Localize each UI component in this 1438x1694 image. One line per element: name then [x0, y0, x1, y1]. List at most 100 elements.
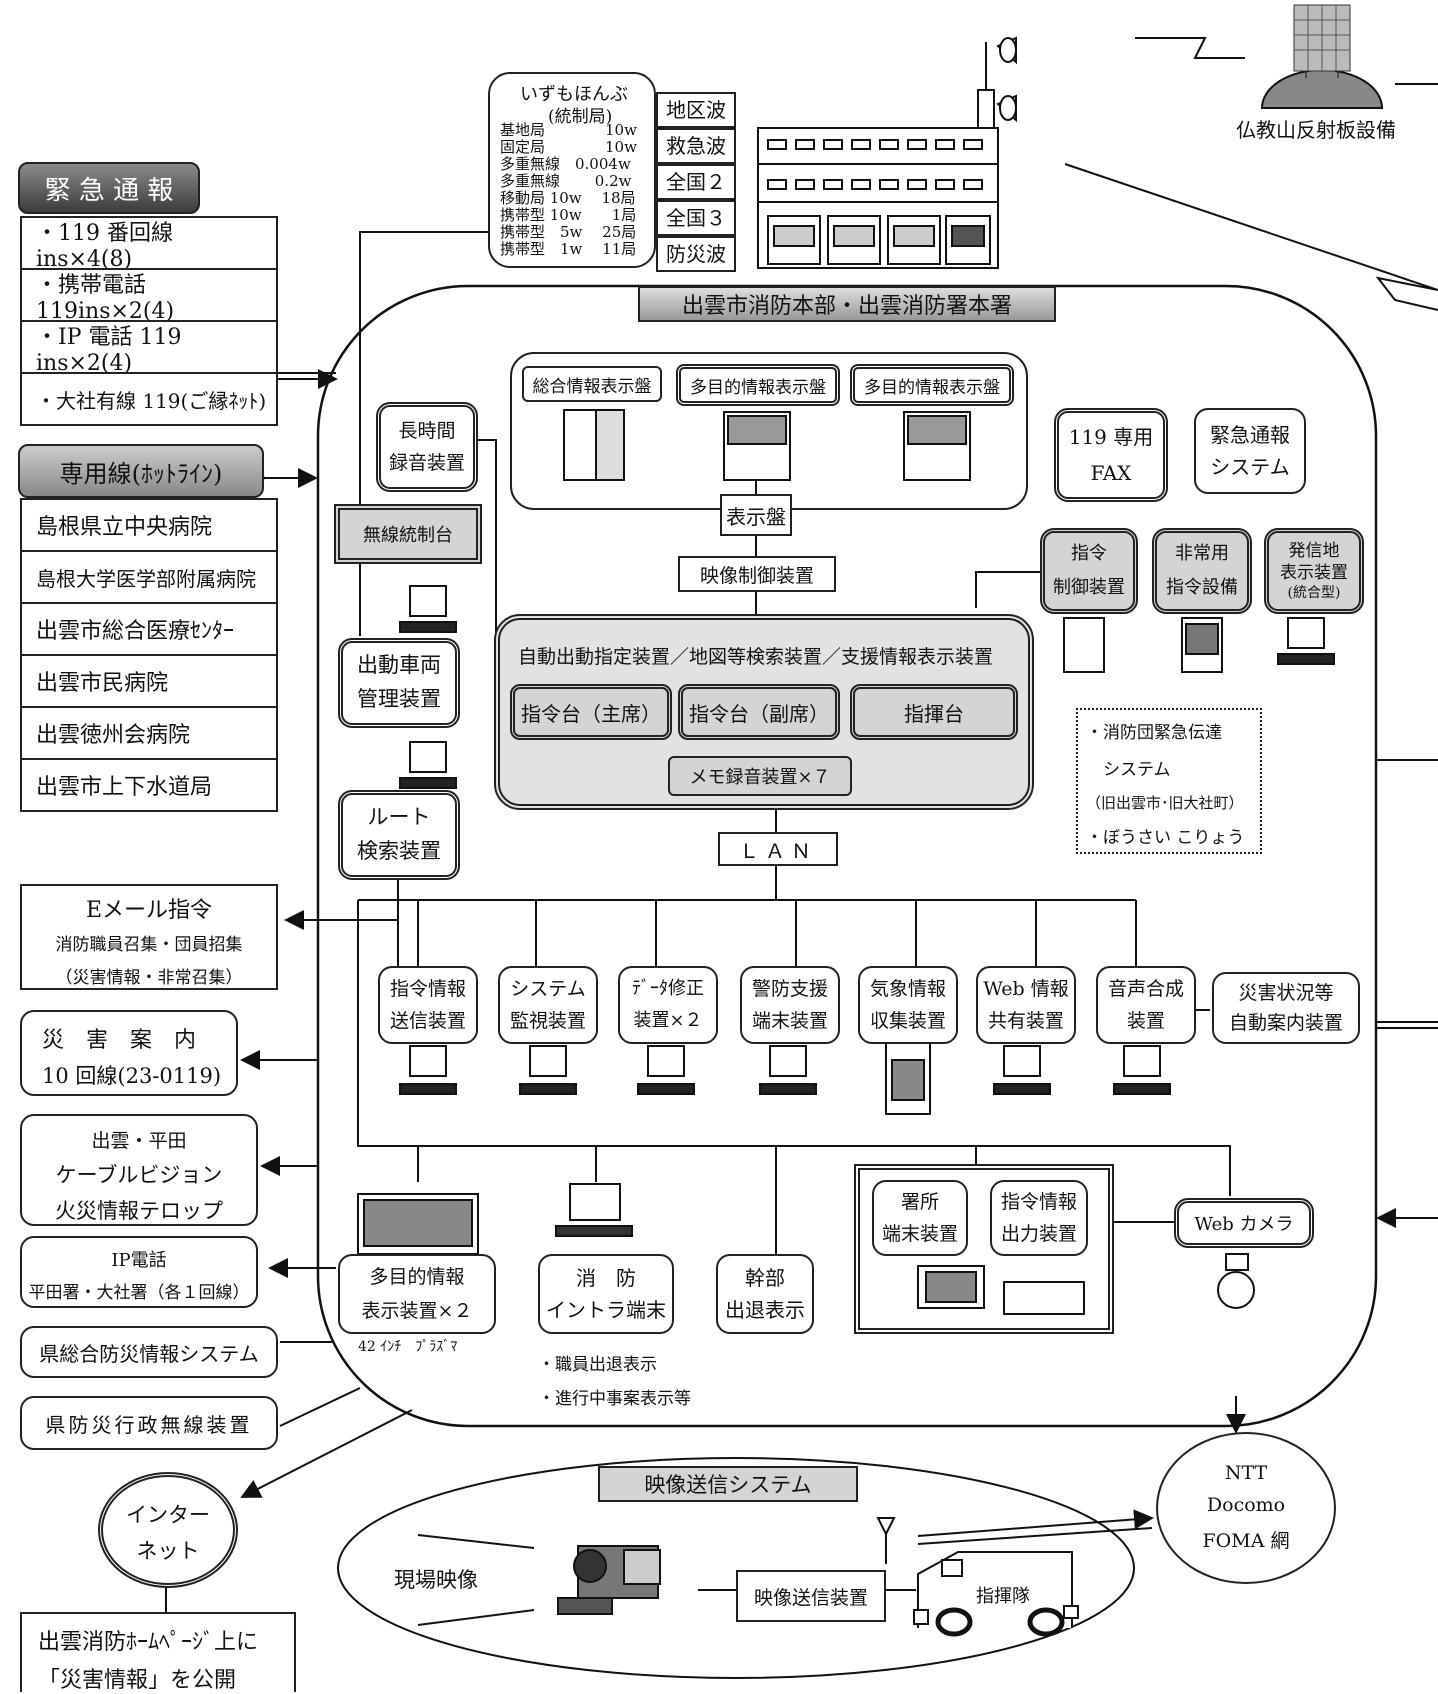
alarm-line: システム	[1210, 455, 1290, 479]
multi-display-2: 多目的情報表示盤	[850, 364, 1014, 406]
camcorder-icon	[557, 1545, 661, 1615]
station-line: 署所	[900, 1190, 939, 1213]
izumo-row: 携帯型 10w 1局	[500, 206, 637, 224]
internet-circle: インター ネット	[98, 1472, 238, 1588]
fax-line: FAX	[1090, 461, 1132, 485]
output-line: 出力装置	[1000, 1223, 1077, 1245]
command-desk-main: 指令台（主席）	[510, 684, 672, 740]
homepage-box: 出雲消防ﾎｰﾑﾍﾟｰｼﾞ上に 「災害情報」を公開	[20, 1612, 296, 1693]
emergency-item: ・119 番回線 ins×4(8)	[20, 216, 278, 272]
device-line: ﾃﾞｰﾀ修正	[632, 977, 704, 999]
izumo-row: 固定局 10w	[500, 138, 637, 156]
channel-item: 地区波	[656, 92, 736, 128]
izumo-title: いずもほんぶ	[520, 84, 628, 105]
device-line: 気象情報	[869, 977, 946, 1000]
email-line: （災害情報・非常召集）	[55, 968, 243, 988]
fire-station-building-icon	[757, 36, 1017, 269]
internet-line: ネット	[136, 1539, 200, 1563]
izumo-row: 携帯型 1w 11局	[500, 240, 637, 258]
disaster-guide-box: 災 害 案 内 10 回線(23-0119)	[20, 1010, 238, 1096]
ntt-line: NTT	[1224, 1462, 1268, 1484]
emergency-header: 緊 急 通 報	[18, 162, 200, 214]
memo-recorder: メモ録音装置×７	[668, 756, 852, 796]
dotted-line: ・ぼうさい こりょう	[1086, 828, 1245, 848]
vehicle-management: 出動車両 管理装置	[338, 638, 460, 728]
fire-corps-alert-box: ・消防団緊急伝達 システム （旧出雲市･旧大社町） ・ぼうさい こりょう	[1076, 708, 1262, 854]
lan-box: ＬＡＮ	[718, 832, 838, 866]
ntt-line: Docomo	[1206, 1494, 1286, 1516]
station-group	[854, 1164, 1114, 1334]
plasma-note: 42 ｲﾝﾁ ﾌﾟﾗｽﾞﾏ	[358, 1339, 458, 1355]
exec-line: 幹部	[745, 1266, 785, 1290]
command-control-device: 指令 制御装置	[1040, 528, 1138, 614]
display-panel-icons	[563, 409, 971, 481]
intra-bullet: ・職員出退表示	[538, 1355, 657, 1375]
dotted-line: （旧出雲市･旧大社町）	[1086, 794, 1244, 812]
multi-display-device: 多目的情報 表示装置×２	[338, 1254, 496, 1334]
multidisp-line: 多目的情報	[369, 1265, 465, 1288]
hotline-item: 出雲徳州会病院	[20, 706, 278, 760]
dotted-line: ・消防団緊急伝達	[1086, 723, 1222, 743]
output-line: 指令情報	[1000, 1190, 1077, 1213]
multidisp-line: 表示装置×２	[361, 1300, 473, 1322]
email-line: 消防職員召集・団員招集	[55, 935, 243, 955]
alarm-line: 緊急通報	[1210, 423, 1290, 447]
device-line: 送信装置	[389, 1010, 466, 1032]
command-desk-sub: 指令台（副席）	[678, 684, 840, 740]
general-display: 総合情報表示盤	[522, 366, 662, 402]
video-controller: 映像制御装置	[678, 556, 836, 592]
control-line: 指令	[1071, 542, 1107, 564]
izumo-row: 多重無線 0.2w	[500, 172, 632, 190]
hotline-item: 島根県立中央病院	[20, 498, 278, 552]
recorder-line: 録音装置	[388, 452, 465, 474]
disaster-line: 災 害 案 内	[42, 1028, 197, 1053]
radio-control-desk: 無線統制台	[334, 504, 482, 564]
long-recorder: 長時間 録音装置	[376, 402, 478, 492]
pref-radio-device: 県防災行政無線装置	[20, 1396, 278, 1450]
channel-item: 全国３	[656, 200, 736, 236]
multi-display-1: 多目的情報表示盤	[676, 364, 840, 406]
satellite-label: 仏教山反射板設備	[1236, 118, 1396, 142]
intra-bullet: ・進行中事案表示等	[538, 1389, 691, 1409]
antenna-icon	[876, 1517, 896, 1537]
fax-line: 119 専用	[1068, 425, 1154, 449]
emergencycmd-line: 指令設備	[1166, 577, 1238, 598]
origin-line: 発信地	[1288, 540, 1340, 561]
device-line: 音声合成	[1107, 977, 1184, 1000]
channel-item: 全国２	[656, 164, 736, 200]
device-line: 監視装置	[509, 1010, 586, 1032]
central-title: 自動出動指定装置／地図等検索装置／支援情報表示装置	[518, 646, 994, 668]
caller-location-display: 発信地 表示装置 (統合型)	[1264, 528, 1364, 614]
homepage-line: 「災害情報」を公開	[38, 1668, 237, 1693]
executive-attendance: 幹部 出退表示	[716, 1254, 814, 1334]
device-line: 装置	[1126, 1010, 1165, 1032]
hotline-item: 出雲市民病院	[20, 654, 278, 708]
device-line: 収集装置	[869, 1010, 946, 1032]
auto-guidance-device: 災害状況等 自動案内装置	[1212, 972, 1360, 1044]
auto-line: 自動案内装置	[1228, 1012, 1343, 1034]
hotline-item: 出雲市総合医療ｾﾝﾀｰ	[20, 602, 278, 656]
command-truck-icon	[913, 1551, 1079, 1637]
auto-line: 災害状況等	[1238, 981, 1334, 1004]
hotline-header: 専用線(ﾎｯﾄﾗｲﾝ)	[18, 444, 264, 498]
command-unit-label: 指揮隊	[976, 1586, 1030, 1607]
emergency-item: ・携帯電話 119ins×2(4)	[20, 268, 278, 324]
control-line: 制御装置	[1053, 577, 1125, 598]
hq-title: 出雲市消防本部・出雲消防署本署	[638, 286, 1056, 322]
ntt-docomo-circle: NTT Docomo FOMA 網	[1156, 1432, 1336, 1584]
fax-119: 119 専用 FAX	[1054, 408, 1168, 502]
channel-item: 救急波	[656, 128, 736, 164]
device-line: Web 情報	[983, 977, 1069, 1000]
izumo-control-box: いずもほんぶ (統制局) 基地局 10w 固定局 10w 多重無線 0.004w…	[488, 72, 656, 268]
cable-line: ケーブルビジョン	[55, 1163, 223, 1187]
pc-icons	[357, 585, 1335, 1315]
channel-item: 防災波	[656, 236, 736, 272]
cable-tv-box: 出雲・平田 ケーブルビジョン 火災情報テロップ	[20, 1114, 258, 1226]
izumo-row: 移動局 10w 18局	[500, 189, 636, 207]
emergency-item: ・大社有線 119(ご縁ﾈｯﾄ)	[20, 372, 278, 426]
ipphone-line: 平田署・大社署（各１回線）	[28, 1283, 250, 1303]
email-title: Eメール指令	[85, 898, 213, 923]
pref-disaster-system: 県総合防災情報システム	[20, 1326, 278, 1378]
izumo-row: 基地局 10w	[500, 121, 637, 139]
intra-line: イントラ端末	[546, 1298, 666, 1322]
